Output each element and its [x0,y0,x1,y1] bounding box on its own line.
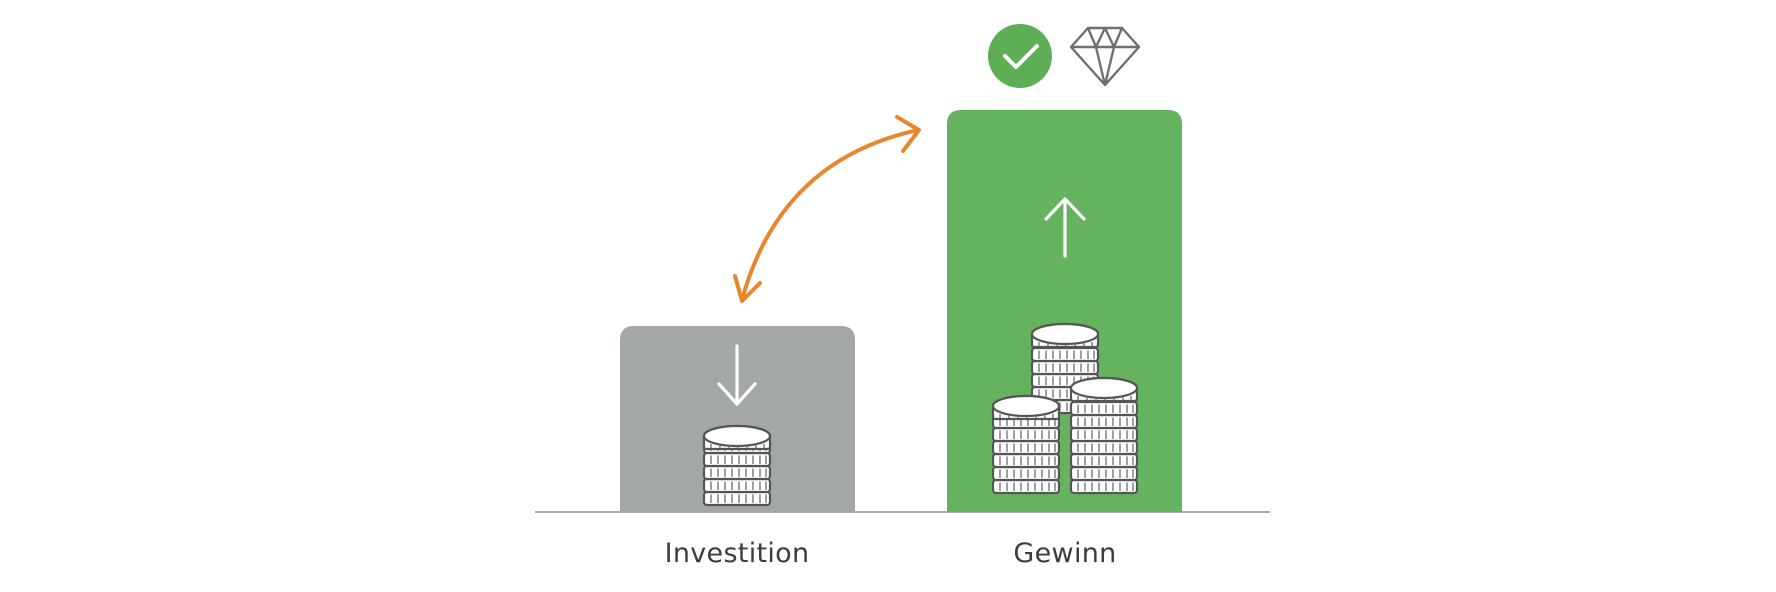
profit-bar [947,110,1182,512]
investment-label: Investition [664,538,810,569]
profit-label: Gewinn [1013,538,1117,569]
arrow-up-icon [1044,197,1086,258]
curved-double-arrow-icon [733,115,921,303]
coin-stack-icon [991,394,1061,495]
arrow-down-icon [717,344,757,406]
check-circle-icon [988,24,1052,88]
coin-stack-icon [1069,376,1139,495]
investment-bar [620,326,855,512]
diamond-icon [1069,26,1141,87]
coin-stack-icon [702,424,772,507]
